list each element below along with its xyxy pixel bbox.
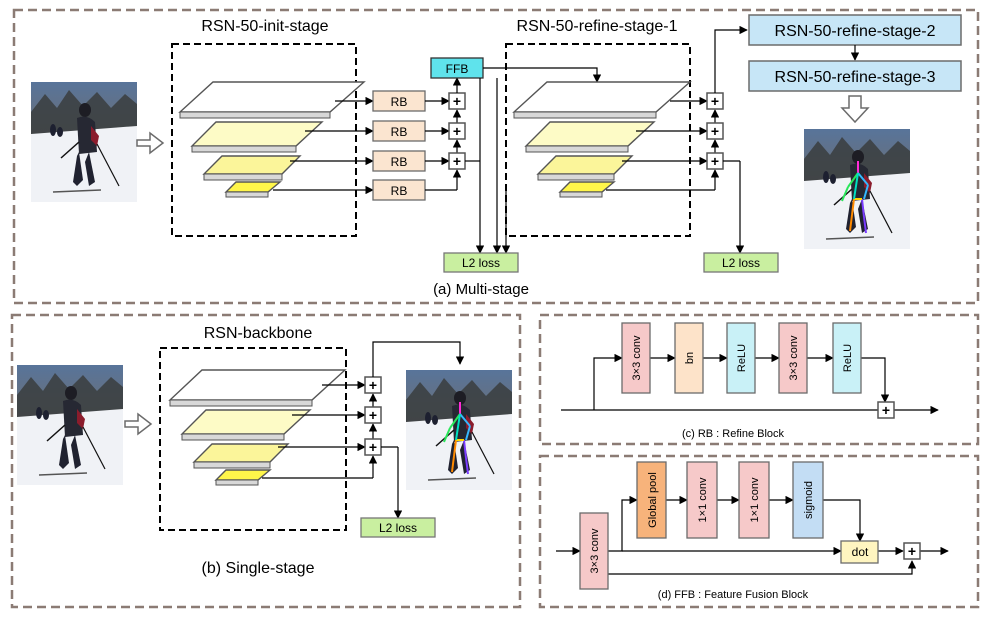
init-layer-3 (202, 155, 302, 175)
refine-stage-3-title: RSN-50-refine-stage-3 (775, 69, 936, 86)
rb-op-relu-a: ReLU (726, 322, 756, 394)
rb-label: RB (391, 125, 408, 139)
l2-loss-refine: L2 loss (703, 252, 779, 273)
plus-label: + (882, 402, 890, 418)
output-arrow-icon (840, 95, 870, 124)
output-image-single (405, 369, 513, 491)
rb-block-2: RB (372, 120, 426, 142)
ffb-label: FFB (446, 62, 469, 76)
op-label: 1×1 conv (697, 477, 709, 522)
backbone-layer-1 (168, 369, 347, 401)
refine-stage-2-box: RSN-50-refine-stage-2 (748, 14, 962, 46)
backbone-layer-3 (192, 443, 290, 463)
op-label: 3×3 conv (589, 528, 601, 573)
ffb-op-conv1x1-a: 1×1 conv (686, 461, 718, 539)
l2-loss-init: L2 loss (443, 252, 519, 273)
rb-block-4: RB (372, 179, 426, 201)
plus-label: + (369, 377, 377, 393)
ffb-op-sigmoid: sigmoid (792, 461, 824, 539)
ffb-op-global-pool: Global pool (636, 461, 667, 539)
plus-label: + (711, 153, 719, 169)
refine-stage-3-box: RSN-50-refine-stage-3 (748, 60, 962, 92)
rb-sum-node: + (877, 401, 895, 419)
output-image-multi (803, 128, 911, 250)
loss-label: L2 loss (379, 521, 417, 535)
l2-loss-single: L2 loss (360, 517, 436, 538)
plus-label: + (369, 439, 377, 455)
multi-stage-caption: (a) Multi-stage (433, 281, 529, 298)
rb-op-bn: bn (674, 322, 704, 394)
ffb-op-conv3x3: 3×3 conv (579, 512, 609, 590)
sum-node-b2: + (364, 406, 382, 424)
init-layer-1 (178, 81, 366, 113)
init-layer-4 (224, 181, 282, 193)
backbone-layer-2 (180, 409, 312, 435)
rb-op-relu-b: ReLU (832, 322, 862, 394)
op-label: ReLU (842, 344, 854, 372)
rb-op-conv3x3-a: 3×3 conv (621, 322, 651, 394)
ffb-panel (538, 454, 980, 609)
plus-label: + (453, 153, 461, 169)
loss-label: L2 loss (462, 256, 500, 270)
refine-block-caption: (c) RB : Refine Block (682, 428, 785, 440)
sum-node-r1: + (706, 92, 724, 110)
init-stage-box (171, 43, 357, 237)
rb-op-conv3x3-b: 3×3 conv (778, 322, 808, 394)
ffb-block: FFB (430, 57, 484, 79)
op-label: ReLU (736, 344, 748, 372)
input-image-multi (30, 81, 138, 203)
init-stage-title: RSN-50-init-stage (201, 18, 328, 35)
sum-node-b1: + (364, 376, 382, 394)
rb-block-1: RB (372, 90, 426, 112)
plus-label: + (453, 123, 461, 139)
single-input-arrow-icon (124, 412, 153, 436)
refine-layer-3 (536, 155, 634, 175)
op-label: Global pool (647, 472, 659, 528)
plus-label: + (908, 543, 916, 559)
refine-layer-4 (558, 181, 616, 193)
refine-layer-2 (524, 121, 656, 147)
refine-stage-1-title: RSN-50-refine-stage-1 (517, 18, 678, 35)
input-image-single (16, 364, 124, 486)
input-arrow-icon (136, 131, 165, 155)
rb-block-3: RB (372, 150, 426, 172)
backbone-layer-4 (214, 469, 272, 481)
plus-label: + (453, 93, 461, 109)
op-label: 1×1 conv (749, 477, 761, 522)
plus-label: + (711, 93, 719, 109)
refine-block-panel (538, 313, 980, 446)
ffb-sum-node: + (903, 542, 921, 560)
sum-node-b3: + (364, 438, 382, 456)
ffb-op-conv1x1-b: 1×1 conv (738, 461, 770, 539)
sum-node-a2: + (448, 122, 466, 140)
sum-node-r3: + (706, 152, 724, 170)
plus-label: + (369, 407, 377, 423)
rb-label: RB (391, 155, 408, 169)
sum-node-r2: + (706, 122, 724, 140)
backbone-box (159, 347, 347, 531)
backbone-title: RSN-backbone (204, 325, 313, 342)
rb-label: RB (391, 184, 408, 198)
op-label: 3×3 conv (631, 335, 643, 380)
loss-label: L2 loss (722, 256, 760, 270)
refine-layer-1 (512, 81, 692, 113)
sum-node-a3: + (448, 152, 466, 170)
refine-stage-2-title: RSN-50-refine-stage-2 (775, 23, 936, 40)
multi-stage-panel (12, 8, 980, 305)
sum-node-a1: + (448, 92, 466, 110)
single-stage-panel (10, 313, 522, 609)
op-label: 3×3 conv (788, 335, 800, 380)
ffb-op-dot: dot (840, 540, 879, 564)
rb-label: RB (391, 95, 408, 109)
plus-label: + (711, 123, 719, 139)
init-layer-2 (190, 121, 324, 147)
op-label: bn (684, 352, 696, 364)
ffb-caption: (d) FFB : Feature Fusion Block (658, 589, 809, 601)
op-label: sigmoid (803, 481, 815, 519)
single-stage-caption: (b) Single-stage (202, 560, 315, 577)
op-label: dot (852, 545, 869, 559)
refine-stage-1-box (505, 43, 691, 237)
